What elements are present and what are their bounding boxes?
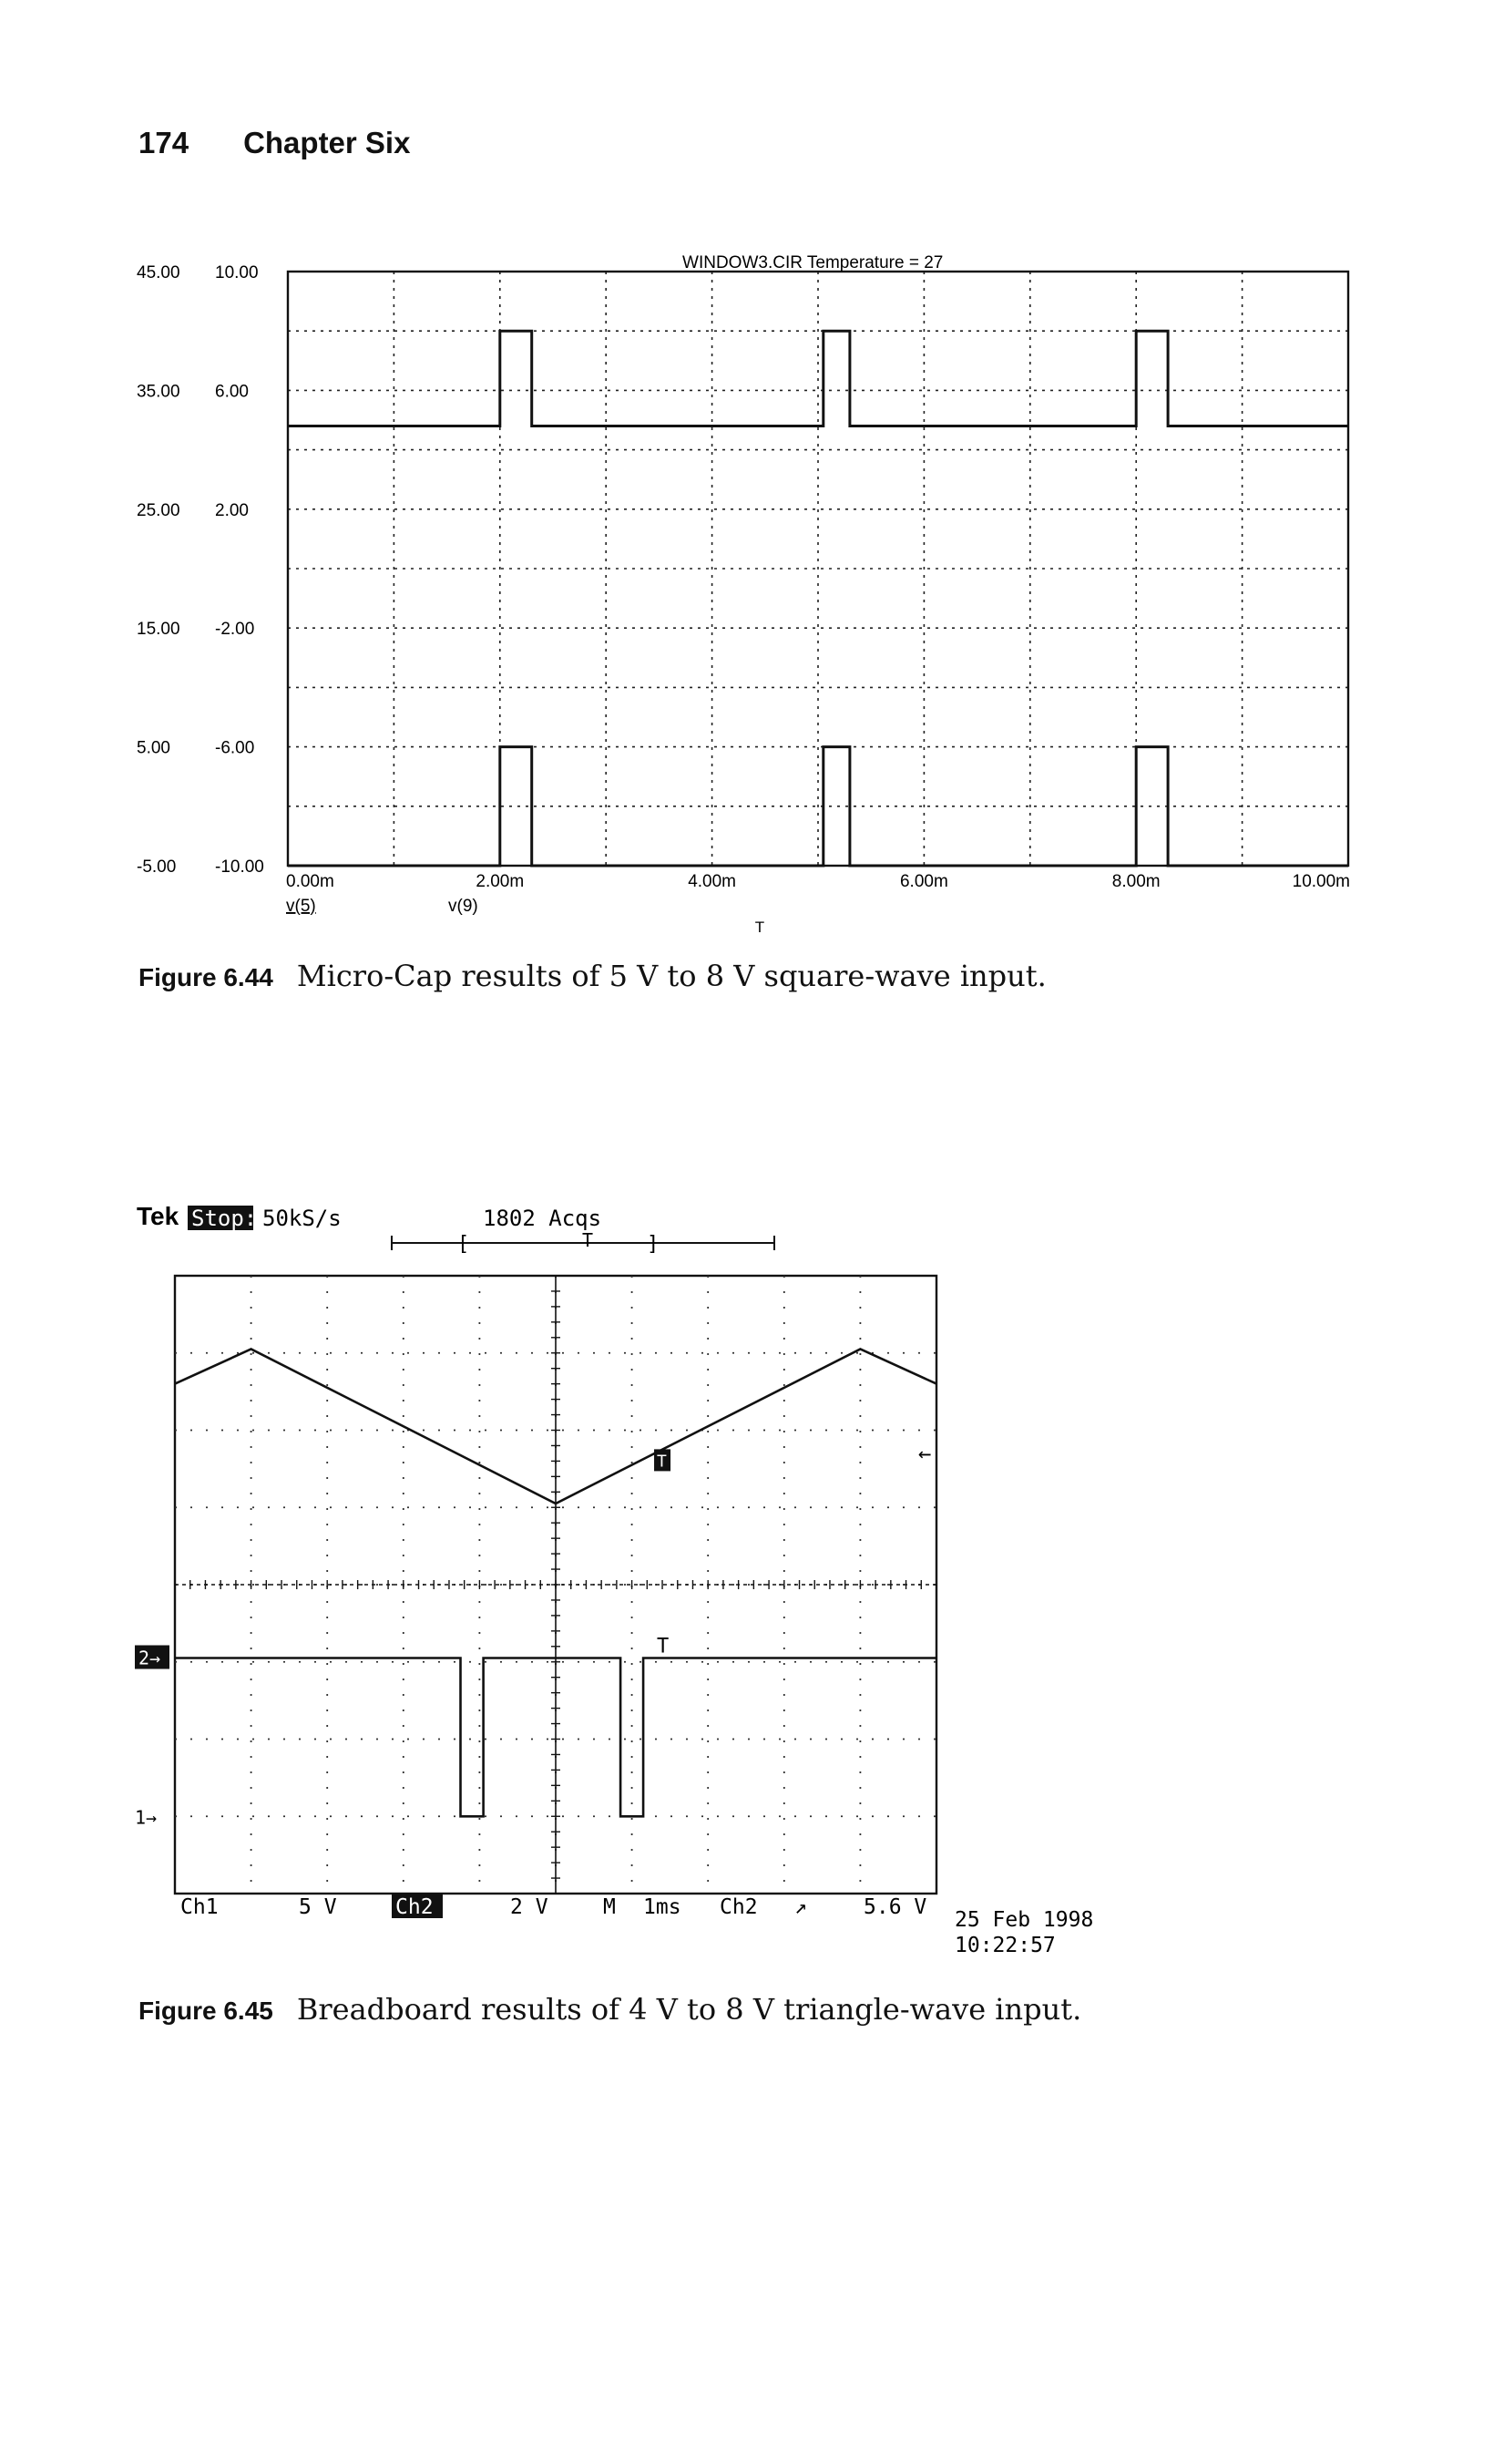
plot-title: WINDOW3.CIR Temperature = 27 xyxy=(682,253,943,272)
scope-traces: T T ← 2→ 1→ xyxy=(135,1348,937,1828)
scope-brand: Tek xyxy=(137,1203,179,1230)
scope-acquisitions: 1802 Acqs xyxy=(483,1206,601,1231)
readout-ch2-scale: 2 V xyxy=(510,1895,548,1919)
page-header: 174 Chapter Six xyxy=(138,126,410,160)
figure-label: Figure 6.44 xyxy=(138,963,273,991)
ch1-ground-marker: 1→ xyxy=(135,1806,157,1828)
page-number: 174 xyxy=(138,126,189,159)
left-axis-tick-label: -5.00 xyxy=(137,857,176,877)
x-axis-tick-label: 2.00m xyxy=(476,872,524,891)
left-axis-tick-label: 5.00 xyxy=(137,739,170,758)
right-axis-tick-label: 2.00 xyxy=(215,501,249,520)
right-axis-tick-label: -2.00 xyxy=(215,620,254,639)
figure-caption-6-45: Figure 6.45 Breadboard results of 4 V to … xyxy=(138,1992,1081,2027)
series-label-v5: v(5) xyxy=(286,897,316,916)
readout-trigger-level: 5.6 V xyxy=(864,1895,926,1919)
readout-trigger-slope: ↗ xyxy=(794,1895,807,1919)
readout-time: 10:22:57 xyxy=(955,1934,1056,1957)
ch2-ground-marker: 2→ xyxy=(138,1648,160,1669)
figure-caption-text: Breadboard results of 4 V to 8 V triangl… xyxy=(296,1992,1082,2027)
right-axis-tick-label: 6.00 xyxy=(215,382,249,401)
readout-date: 25 Feb 1998 xyxy=(955,1908,1093,1932)
trigger-marker-badge xyxy=(654,1449,671,1472)
ch2-marker-badge xyxy=(135,1645,169,1669)
plot-series xyxy=(288,329,1348,868)
scope-top-readout: Tek Stop:50kS/s 1802 Acqs [] T xyxy=(137,1203,775,1256)
x-axis-tick-label: 4.00m xyxy=(688,872,736,891)
record-window-left: [ xyxy=(457,1233,469,1256)
x-axis-tick-label: 10.00m xyxy=(1293,872,1350,891)
record-window-right: ] xyxy=(647,1233,659,1256)
left-axis-tick-label: 25.00 xyxy=(137,501,180,520)
left-axis-tick-label: 15.00 xyxy=(137,620,180,639)
oscilloscope-capture: Tek Stop:50kS/s 1802 Acqs [] T T T ← 2→ 1→ Ch1 5 … xyxy=(135,1203,1093,1957)
readout-trigger-source: Ch2 xyxy=(720,1895,758,1919)
readout-ch2-label: Ch2 xyxy=(395,1895,434,1919)
readout-ch1-scale: 5 V xyxy=(299,1895,337,1919)
figure-caption-text: Micro-Cap results of 5 V to 8 V square-w… xyxy=(296,959,1047,993)
right-axis-tick-label: -10.00 xyxy=(215,857,264,877)
trace-ch2 xyxy=(175,1657,936,1818)
chapter-title: Chapter Six xyxy=(243,126,411,159)
scope-state-badge xyxy=(188,1206,253,1230)
figure-label: Figure 6.45 xyxy=(138,1997,273,2025)
microcap-plot: WINDOW3.CIR Temperature = 27 45.00 35.00 25… xyxy=(137,253,1350,936)
record-trigger-mark: T xyxy=(582,1229,593,1251)
series-line-v5 xyxy=(288,329,1348,427)
figure-caption-6-44: Figure 6.44 Micro-Cap results of 5 V to 8… xyxy=(138,959,1047,993)
readout-ch2-badge xyxy=(392,1894,443,1918)
x-axis-tick-label: 6.00m xyxy=(900,872,948,891)
readout-m-label: M xyxy=(603,1895,616,1919)
x-axis-tick-label: 8.00m xyxy=(1112,872,1161,891)
x-axis-tick-label: 0.00m xyxy=(286,872,334,891)
left-axis-tick-label: 35.00 xyxy=(137,382,180,401)
scope-grid xyxy=(173,1274,938,1895)
scope-state: Stop: xyxy=(191,1206,257,1231)
right-axis-tick-label: -6.00 xyxy=(215,739,254,758)
trigger-level-arrow: ← xyxy=(918,1441,931,1466)
right-axis-tick-label: 10.00 xyxy=(215,263,259,282)
left-axis-tick-label: 45.00 xyxy=(137,263,180,282)
trigger-marker: T xyxy=(657,1452,667,1471)
scope-sample-rate: 50kS/s xyxy=(262,1206,342,1231)
readout-time-scale: 1ms xyxy=(643,1895,681,1919)
plot-labels: WINDOW3.CIR Temperature = 27 45.00 35.00 25… xyxy=(137,253,1350,936)
scope-bottom-readout: Ch1 5 V Ch2 2 V M 1ms Ch2 ↗ 5.6 V 25 Feb 199810:2… xyxy=(180,1894,1093,1957)
trace-ch1 xyxy=(174,1348,937,1505)
series-label-v9: v(9) xyxy=(448,897,478,916)
readout-ch1-label: Ch1 xyxy=(180,1895,219,1919)
trigger-point-marker: T xyxy=(657,1636,669,1658)
plot-grid xyxy=(288,272,1348,866)
x-axis-label: T xyxy=(755,919,764,936)
series-line-v9 xyxy=(288,745,1348,868)
